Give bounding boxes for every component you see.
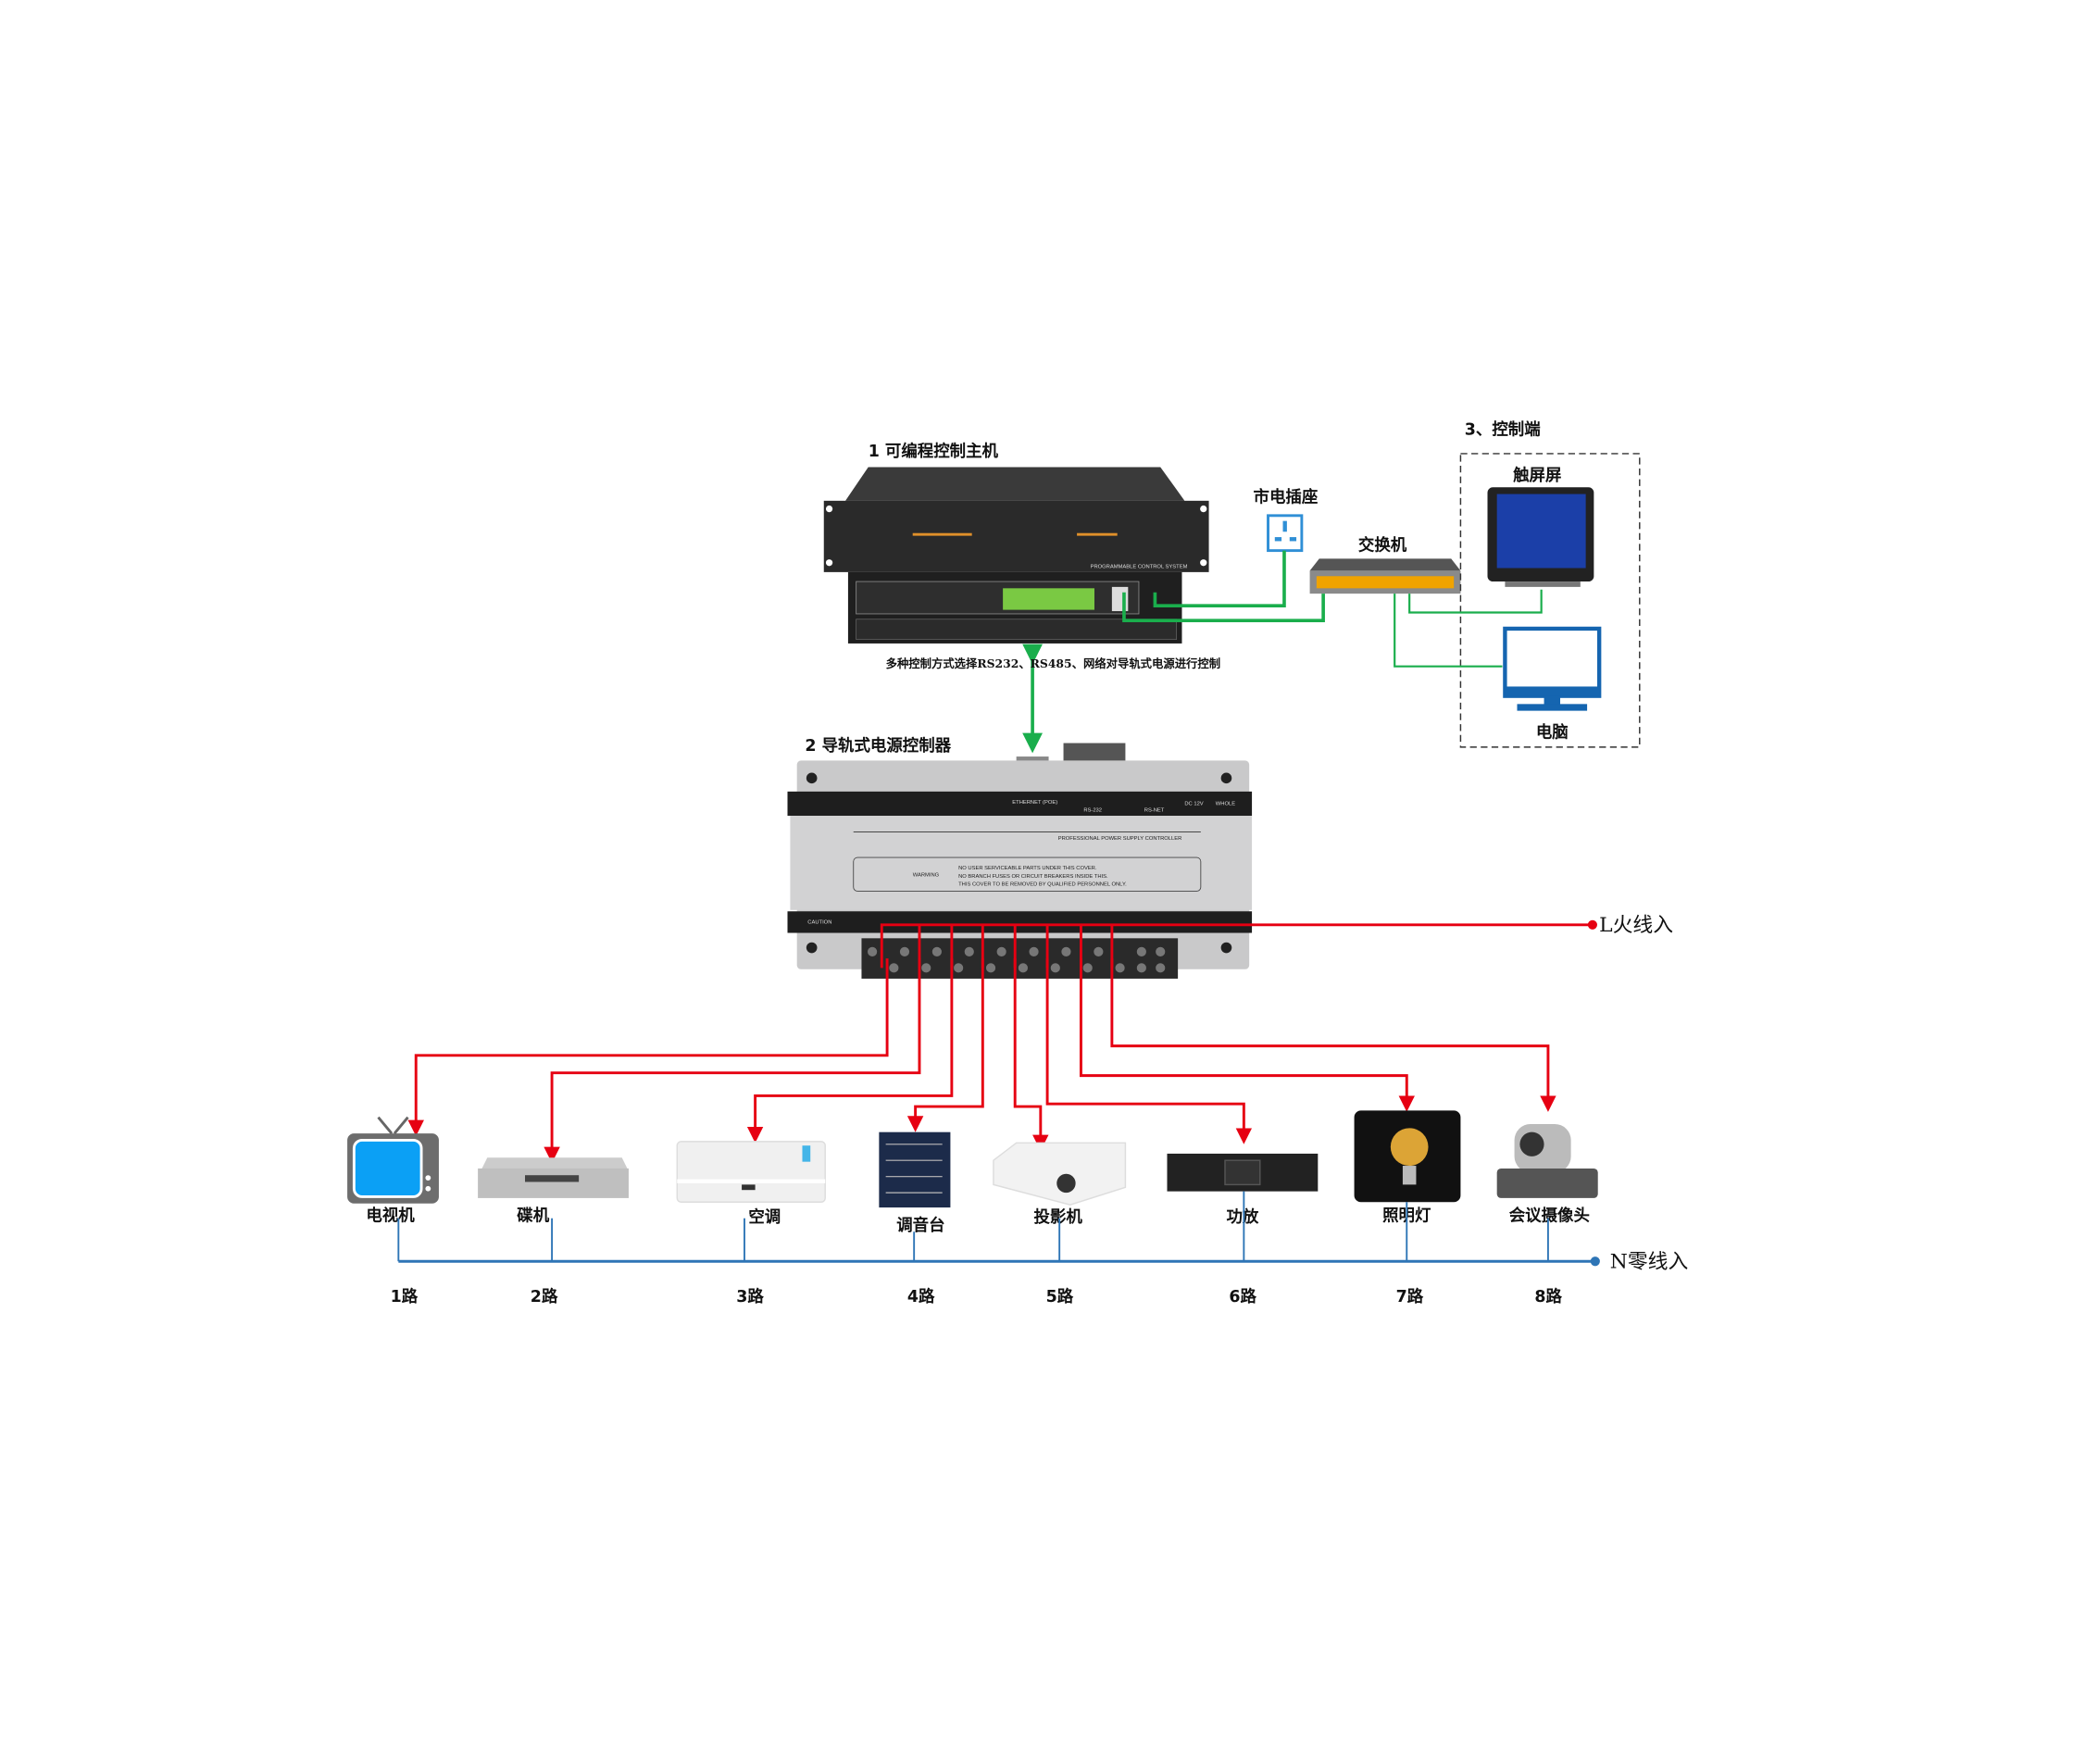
svg-text:WARMING: WARMING (913, 872, 940, 878)
host-title: 1 可编程控制主机 (869, 442, 999, 461)
amplifier-icon (1167, 1153, 1319, 1192)
channel-label: 6路 (1229, 1287, 1256, 1306)
channel-label: 4路 (907, 1287, 935, 1306)
channel-label: 8路 (1534, 1287, 1562, 1306)
light-bulb-icon (1354, 1110, 1461, 1203)
svg-text:CAUTION: CAUTION (807, 919, 831, 925)
network-cables (1022, 550, 1543, 754)
touchscreen-icon (1487, 487, 1594, 587)
projector-icon (993, 1142, 1127, 1206)
rail-power-controller: ETHERNET (POE) RS-232 RS-NET DC 12V WHOL… (787, 743, 1253, 979)
channel-label: 3路 (736, 1287, 764, 1306)
neutral-input-label: N零线入 (1610, 1251, 1688, 1274)
control-title: 3、控制端 (1465, 420, 1541, 440)
svg-text:PROFESSIONAL POWER SUPPLY CONT: PROFESSIONAL POWER SUPPLY CONTROLLER (1058, 836, 1182, 842)
channel-wires (407, 958, 1556, 1164)
svg-text:DC 12V: DC 12V (1184, 801, 1203, 806)
computer-monitor-icon (1503, 626, 1602, 711)
svg-text:THIS COVER TO BE REMOVED BY QU: THIS COVER TO BE REMOVED BY QUALIFIED PE… (958, 882, 1127, 888)
svg-text:RS-NET: RS-NET (1144, 808, 1165, 814)
live-input-label: L火线入 (1599, 914, 1673, 937)
channel-label: 7路 (1396, 1287, 1424, 1306)
svg-text:WHOLE: WHOLE (1216, 801, 1235, 806)
svg-text:RS-232: RS-232 (1083, 808, 1102, 814)
control-group-box (1459, 453, 1641, 748)
svg-text:NO USER SERVICEABLE PARTS UNDE: NO USER SERVICEABLE PARTS UNDER THIS COV… (958, 866, 1097, 871)
rail-title: 2 导轨式电源控制器 (805, 736, 951, 756)
svg-text:PROGRAMMABLE CONTROL SYSTEM: PROGRAMMABLE CONTROL SYSTEM (1091, 565, 1188, 570)
control-caption: 多种控制方式选择RS232、RS485、网络对导轨式电源进行控制 (886, 656, 1220, 670)
power-socket-icon (1267, 514, 1304, 553)
dvd-player-icon (478, 1157, 629, 1198)
host-device: PROGRAMMABLE CONTROL SYSTEM (823, 467, 1209, 644)
neutral-input-dot (1590, 1256, 1600, 1267)
device-label: 碟机 (517, 1206, 549, 1226)
network-switch-icon (1309, 558, 1461, 594)
device-label: 功放 (1226, 1207, 1258, 1227)
channel-label: 5路 (1046, 1287, 1074, 1306)
computer-label: 电脑 (1536, 723, 1569, 743)
touchscreen-label: 触屏屏 (1512, 466, 1561, 485)
socket-label: 市电插座 (1254, 487, 1319, 506)
svg-text:NO BRANCH FUSES OR CIRCUIT BRE: NO BRANCH FUSES OR CIRCUIT BREAKERS INSI… (958, 874, 1108, 880)
device-label: 调音台 (896, 1216, 944, 1235)
neutral-wire (397, 1191, 1595, 1263)
svg-text:ETHERNET (POE): ETHERNET (POE) (1012, 800, 1057, 806)
audio-mixer-icon (879, 1131, 951, 1208)
switch-label: 交换机 (1358, 536, 1407, 556)
channel-label: 2路 (531, 1287, 558, 1306)
device-label: 空调 (748, 1207, 781, 1227)
air-conditioner-icon (676, 1141, 826, 1204)
live-input-dot (1587, 919, 1597, 930)
device-label: 电视机 (366, 1206, 415, 1226)
channel-label: 1路 (391, 1287, 419, 1306)
device-label: 投影机 (1034, 1207, 1083, 1227)
tv-icon (347, 1116, 439, 1204)
conference-camera-icon (1496, 1123, 1598, 1198)
device-label: 会议摄像头 (1509, 1206, 1590, 1226)
